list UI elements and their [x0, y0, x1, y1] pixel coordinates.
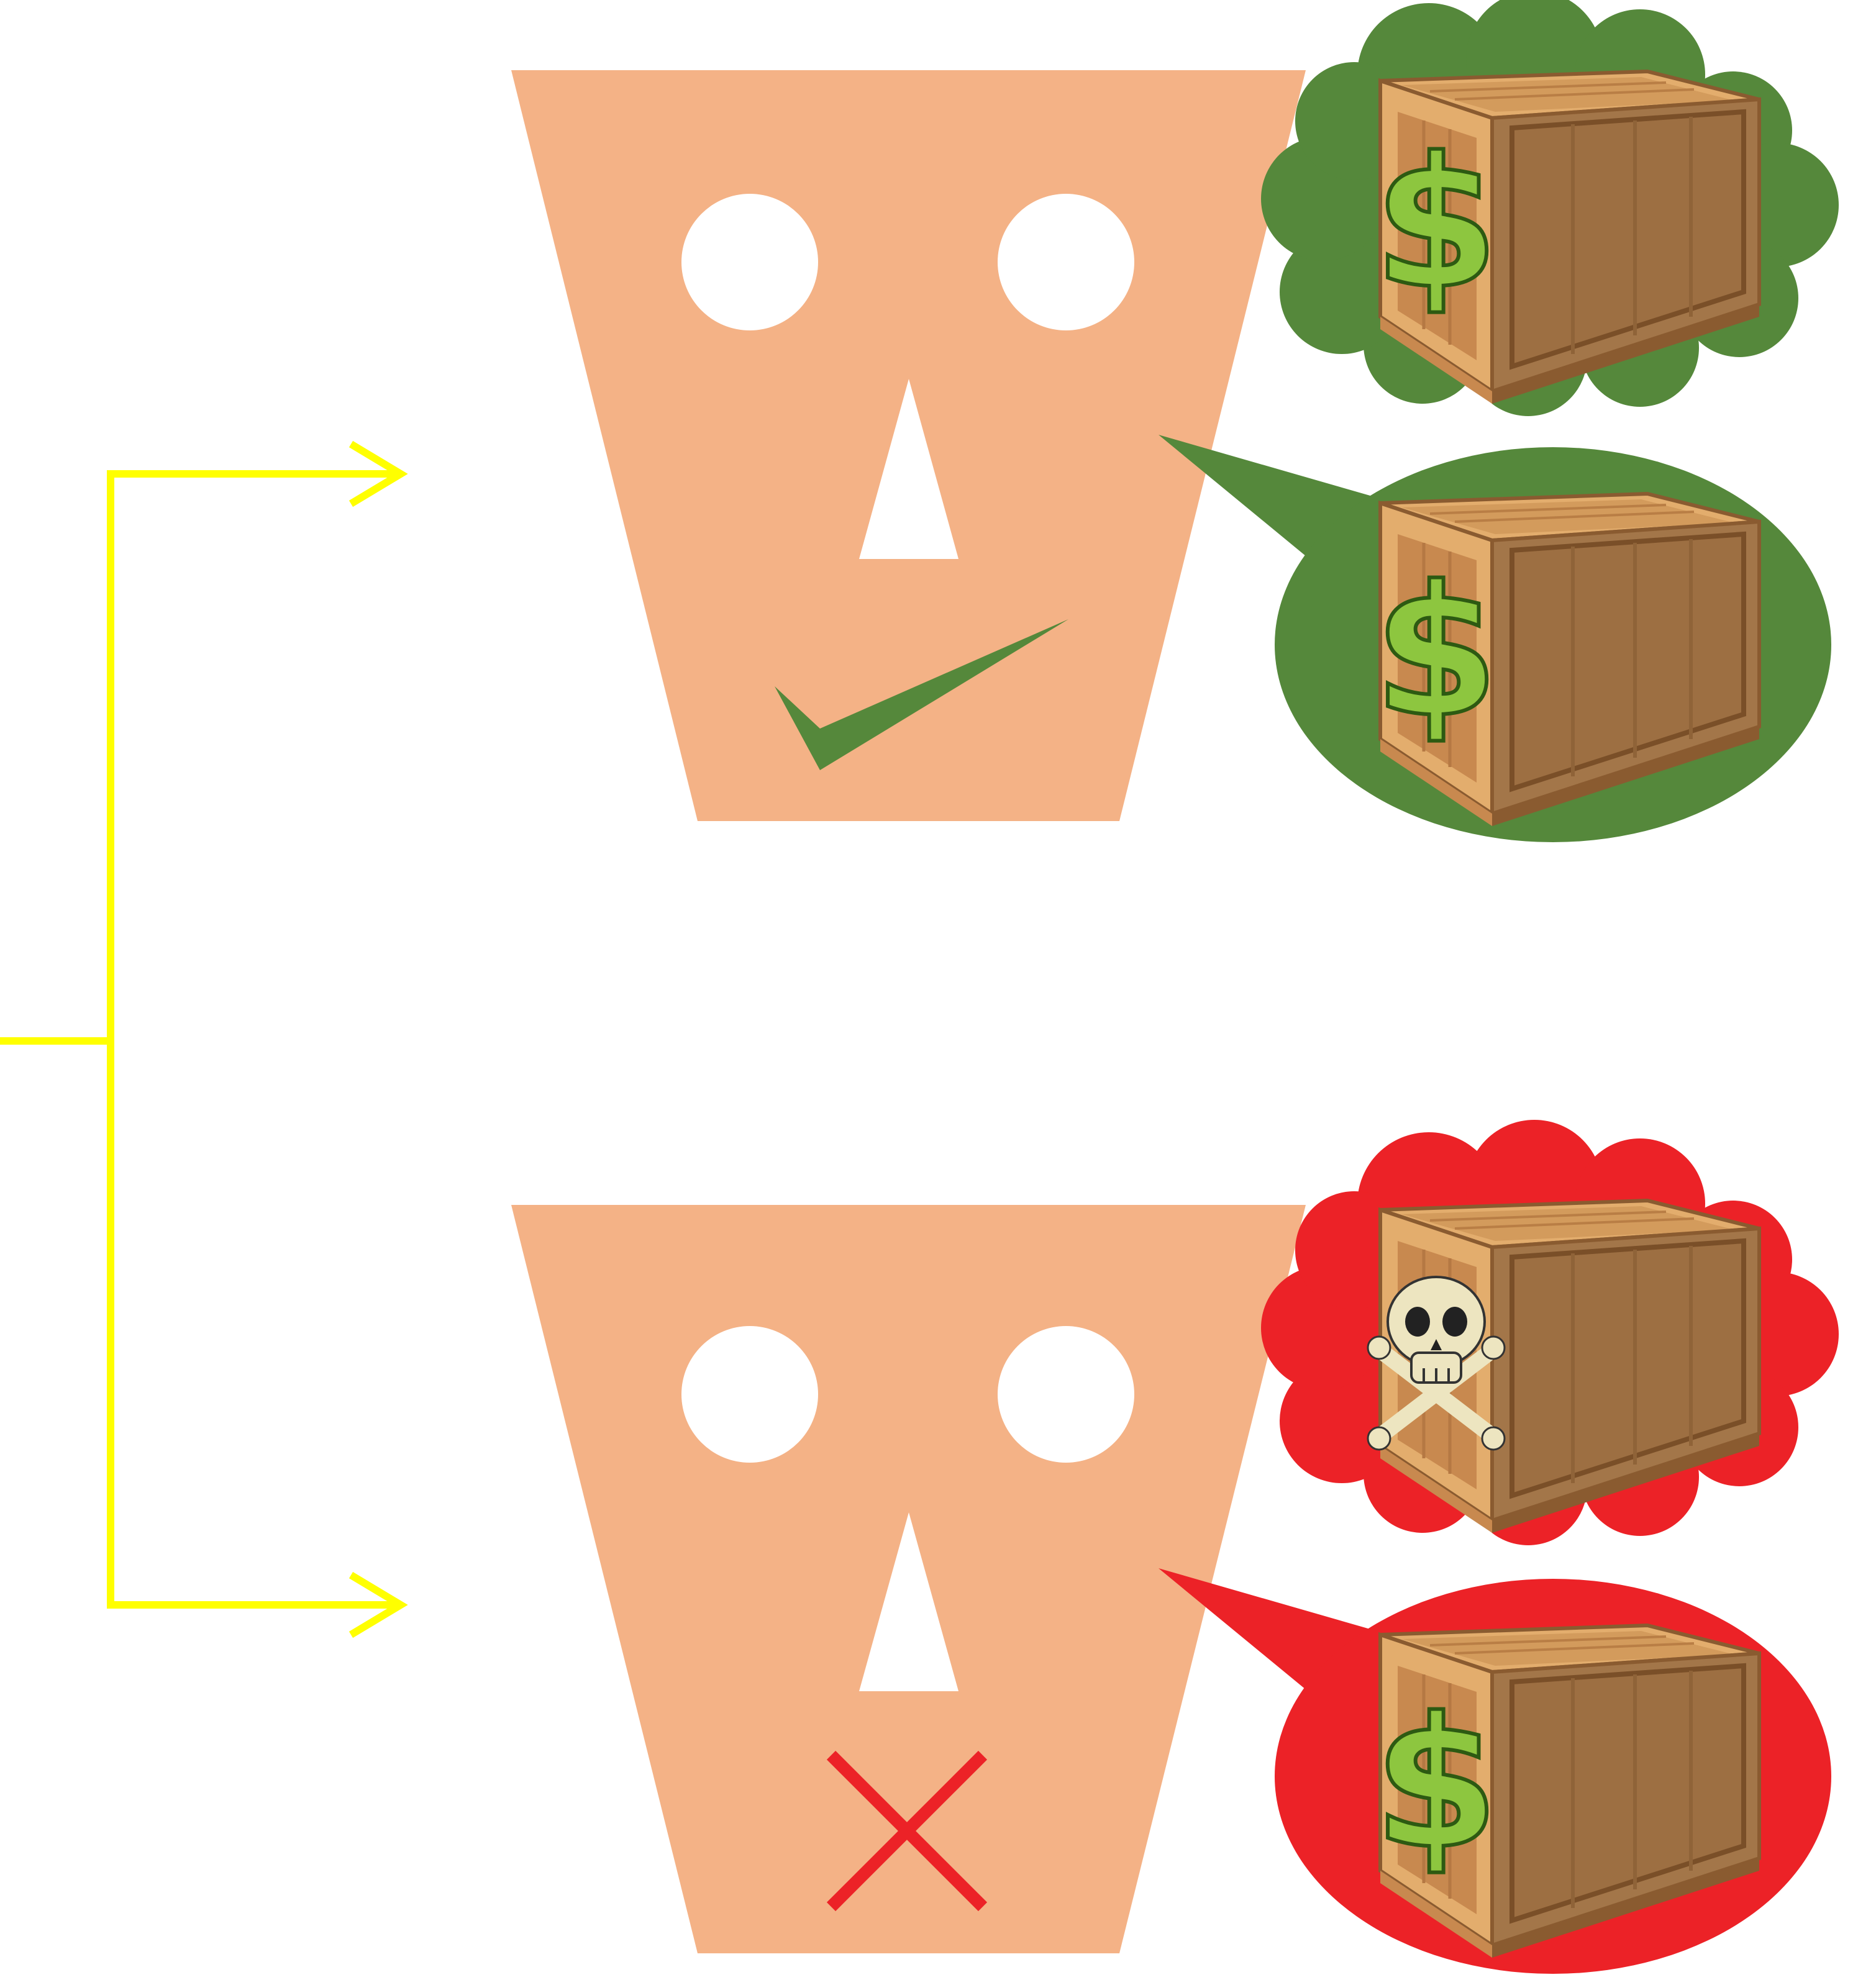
scenario-deceptive: [511, 1120, 1839, 1974]
arrowhead-upper-icon: [348, 440, 408, 507]
dollar-sign-icon: [1373, 119, 1499, 329]
left-eye: [681, 1326, 818, 1463]
branch-connector: [0, 440, 408, 1638]
crate-icon: [1373, 71, 1759, 404]
thought-bubble-honest: [1261, 0, 1839, 416]
face-deceptive: [511, 1205, 1306, 1953]
nose: [859, 1512, 958, 1691]
nose: [859, 379, 958, 559]
face-honest: [511, 70, 1306, 821]
left-eye: [681, 194, 818, 330]
arrowhead-lower-icon: [348, 1571, 408, 1638]
crate-icon: [1368, 1201, 1759, 1533]
dollar-sign-icon: [1373, 548, 1499, 757]
x-mark-icon: [826, 1750, 988, 1912]
thought-bubble-deceptive: [1261, 1120, 1839, 1545]
scenario-honest: [511, 0, 1839, 842]
speech-bubble-honest: [1159, 435, 1831, 842]
check-mark-icon: [775, 619, 1068, 770]
speech-bubble-deceptive: [1159, 1568, 1831, 1974]
right-eye: [998, 194, 1134, 330]
dollar-sign-icon: [1373, 1679, 1499, 1889]
right-eye: [998, 1326, 1134, 1463]
